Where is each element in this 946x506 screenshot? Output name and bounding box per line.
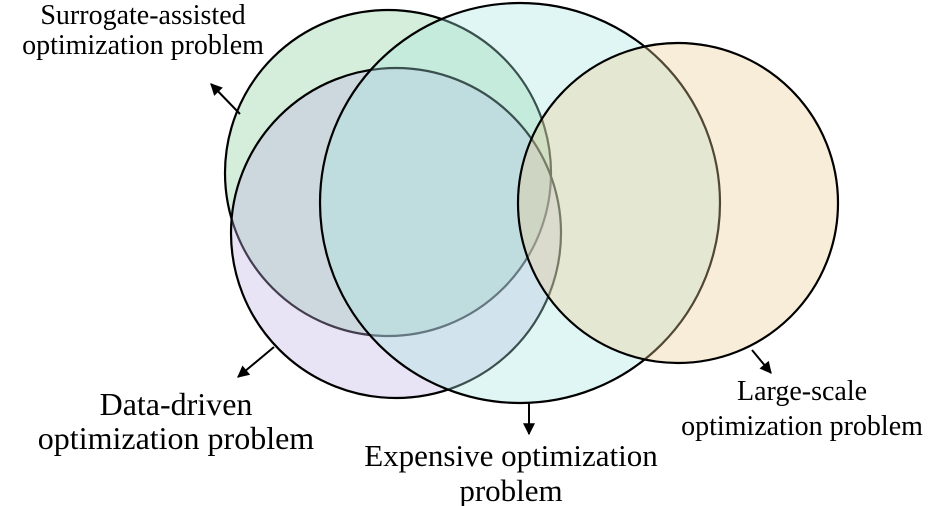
label-data-driven: Data-driven optimization problem bbox=[38, 387, 314, 455]
label-surrogate-assisted-line2: optimization problem bbox=[22, 30, 264, 61]
circle-large-scale bbox=[516, 41, 840, 365]
label-data-driven-line2: optimization problem bbox=[37, 420, 315, 456]
label-expensive-line2: problem bbox=[459, 473, 563, 506]
label-expensive-line1: Expensive optimization bbox=[364, 438, 658, 473]
label-expensive: Expensive optimization problem bbox=[364, 438, 658, 506]
arrow-data-driven bbox=[237, 346, 275, 378]
label-data-driven-line1: Data-driven bbox=[99, 386, 253, 422]
circle-data-driven bbox=[229, 66, 563, 400]
arrow-large-scale bbox=[751, 349, 772, 374]
label-large-scale: Large-scale optimization problem bbox=[681, 374, 923, 444]
circle-surrogate-assisted bbox=[223, 8, 553, 338]
label-surrogate-assisted-line1: Surrogate-assisted bbox=[40, 0, 246, 31]
label-large-scale-line1: Large-scale bbox=[736, 376, 868, 407]
label-large-scale-line2: optimization problem bbox=[681, 411, 923, 442]
label-surrogate-assisted: Surrogate-assisted optimization problem bbox=[22, 1, 264, 61]
arrow-surrogate-assisted bbox=[210, 83, 241, 115]
circle-expensive bbox=[318, 1, 722, 405]
